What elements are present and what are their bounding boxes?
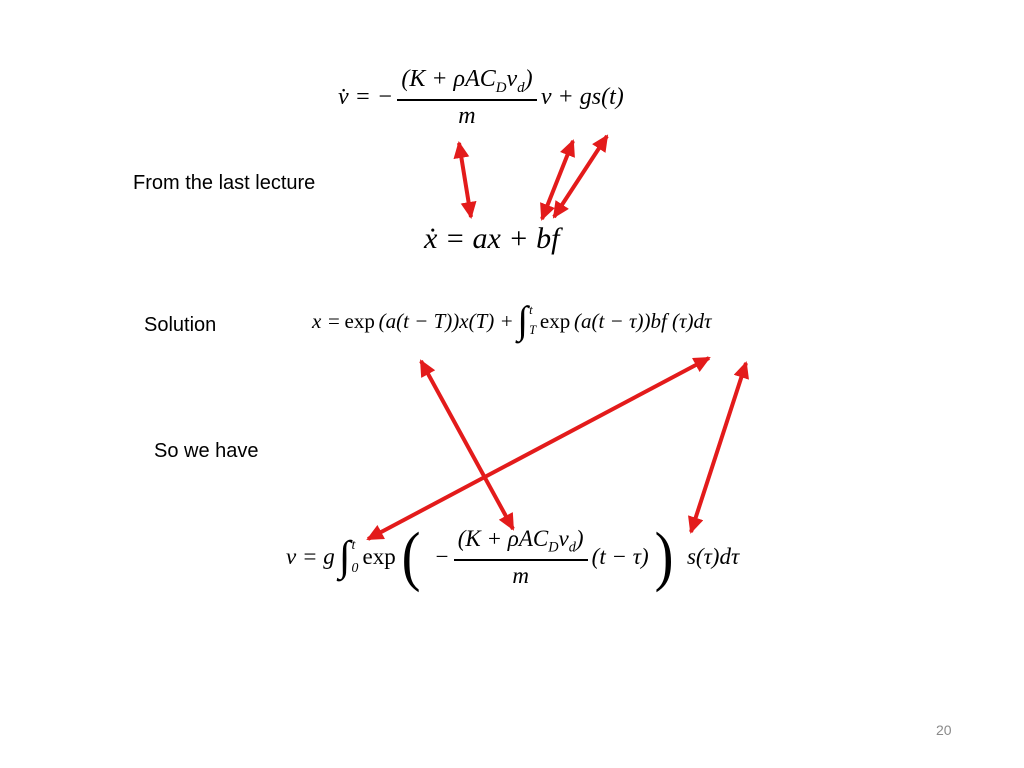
eq4-integral: ∫ t 0 xyxy=(339,536,359,579)
from-last-lecture-label: From the last lecture xyxy=(133,172,316,194)
eq1-num-close: ) xyxy=(524,66,533,92)
eq3-lower-limit: T xyxy=(529,322,537,337)
eq4-numerator: (K + ρACDvd) xyxy=(453,526,588,561)
eq4-t1: v = g xyxy=(286,544,335,570)
eq3-integral: ∫ t T xyxy=(517,299,536,342)
eq4-fraction: (K + ρACDvd) m xyxy=(453,526,588,589)
eq4-post: s(τ)dτ xyxy=(686,544,740,570)
arrow-v-term-to-ax xyxy=(540,139,575,221)
arrow-integral-to-exp-cross xyxy=(366,356,711,541)
eq4-num-sub-d: d xyxy=(568,539,576,556)
eq1-num-v: v xyxy=(506,66,518,92)
eq1-numerator: (K + ρACDvd) xyxy=(397,66,537,101)
eq1-lhs: v̇ = − xyxy=(338,84,394,111)
so-we-have-label: So we have xyxy=(154,440,259,462)
eq3-t1: x = xyxy=(312,308,341,333)
eq3-t2: (a(t − T))x(T) + xyxy=(378,308,514,333)
integral-sign: ∫ xyxy=(517,299,529,342)
eq4-open-paren: ( xyxy=(401,520,421,593)
eq3-exp2: exp xyxy=(539,308,571,333)
equation-final-solution: v = g ∫ t 0 exp ( − (K + ρACDvd) m (t − … xyxy=(286,520,740,593)
eq3-upper-limit: t xyxy=(529,303,533,317)
eq3-exp1: exp xyxy=(344,308,375,333)
arrow-exp-aT-to-exp-bottom xyxy=(419,359,515,531)
equation-solution: x = exp (a(t − T))x(T) + ∫ t T exp (a(t … xyxy=(312,299,712,342)
equation-velocity-ode: v̇ = − (K + ρACDvd) m v + gs(t) xyxy=(338,66,624,130)
eq1-fraction: (K + ρACDvd) m xyxy=(397,66,537,130)
eq1-num-pre: (K + ρAC xyxy=(401,66,496,92)
eq4-num-sub-D: D xyxy=(548,539,559,556)
eq2-text: ẋ = ax + bf xyxy=(424,222,560,255)
solution-label: Solution xyxy=(144,314,217,336)
arrow-decay-term-to-ax xyxy=(453,141,477,219)
eq1-num-sub-D: D xyxy=(495,79,507,96)
eq4-upper-limit: t xyxy=(351,537,356,553)
eq4-exp: exp xyxy=(362,544,396,570)
eq4-num-pre: (K + ρAC xyxy=(457,526,549,552)
eq4-num-close: ) xyxy=(575,526,584,552)
eq1-denominator: m xyxy=(458,102,476,129)
page-number: 20 xyxy=(936,722,952,738)
eq4-integral-limits: t 0 xyxy=(351,536,359,579)
eq3-t3: (a(t − τ))bf (τ)dτ xyxy=(573,308,712,333)
eq4-denominator: m xyxy=(512,562,529,588)
integral-sign: ∫ xyxy=(338,533,351,581)
eq1-num-sub-d: d xyxy=(517,79,525,96)
eq4-mid: (t − τ) xyxy=(591,544,649,570)
eq1-tail: v + gs(t) xyxy=(540,84,624,111)
eq4-lower-limit: 0 xyxy=(351,559,359,575)
arrow-gs-term-to-bf xyxy=(552,134,609,219)
equation-linear-ode: ẋ = ax + bf xyxy=(424,222,559,256)
eq4-num-v: v xyxy=(558,526,569,552)
eq4-close-paren: ) xyxy=(654,520,674,593)
eq3-integral-limits: t T xyxy=(528,302,536,341)
eq4-minus: − xyxy=(434,544,450,570)
arrow-bf-tau-to-s-tau xyxy=(688,361,749,534)
